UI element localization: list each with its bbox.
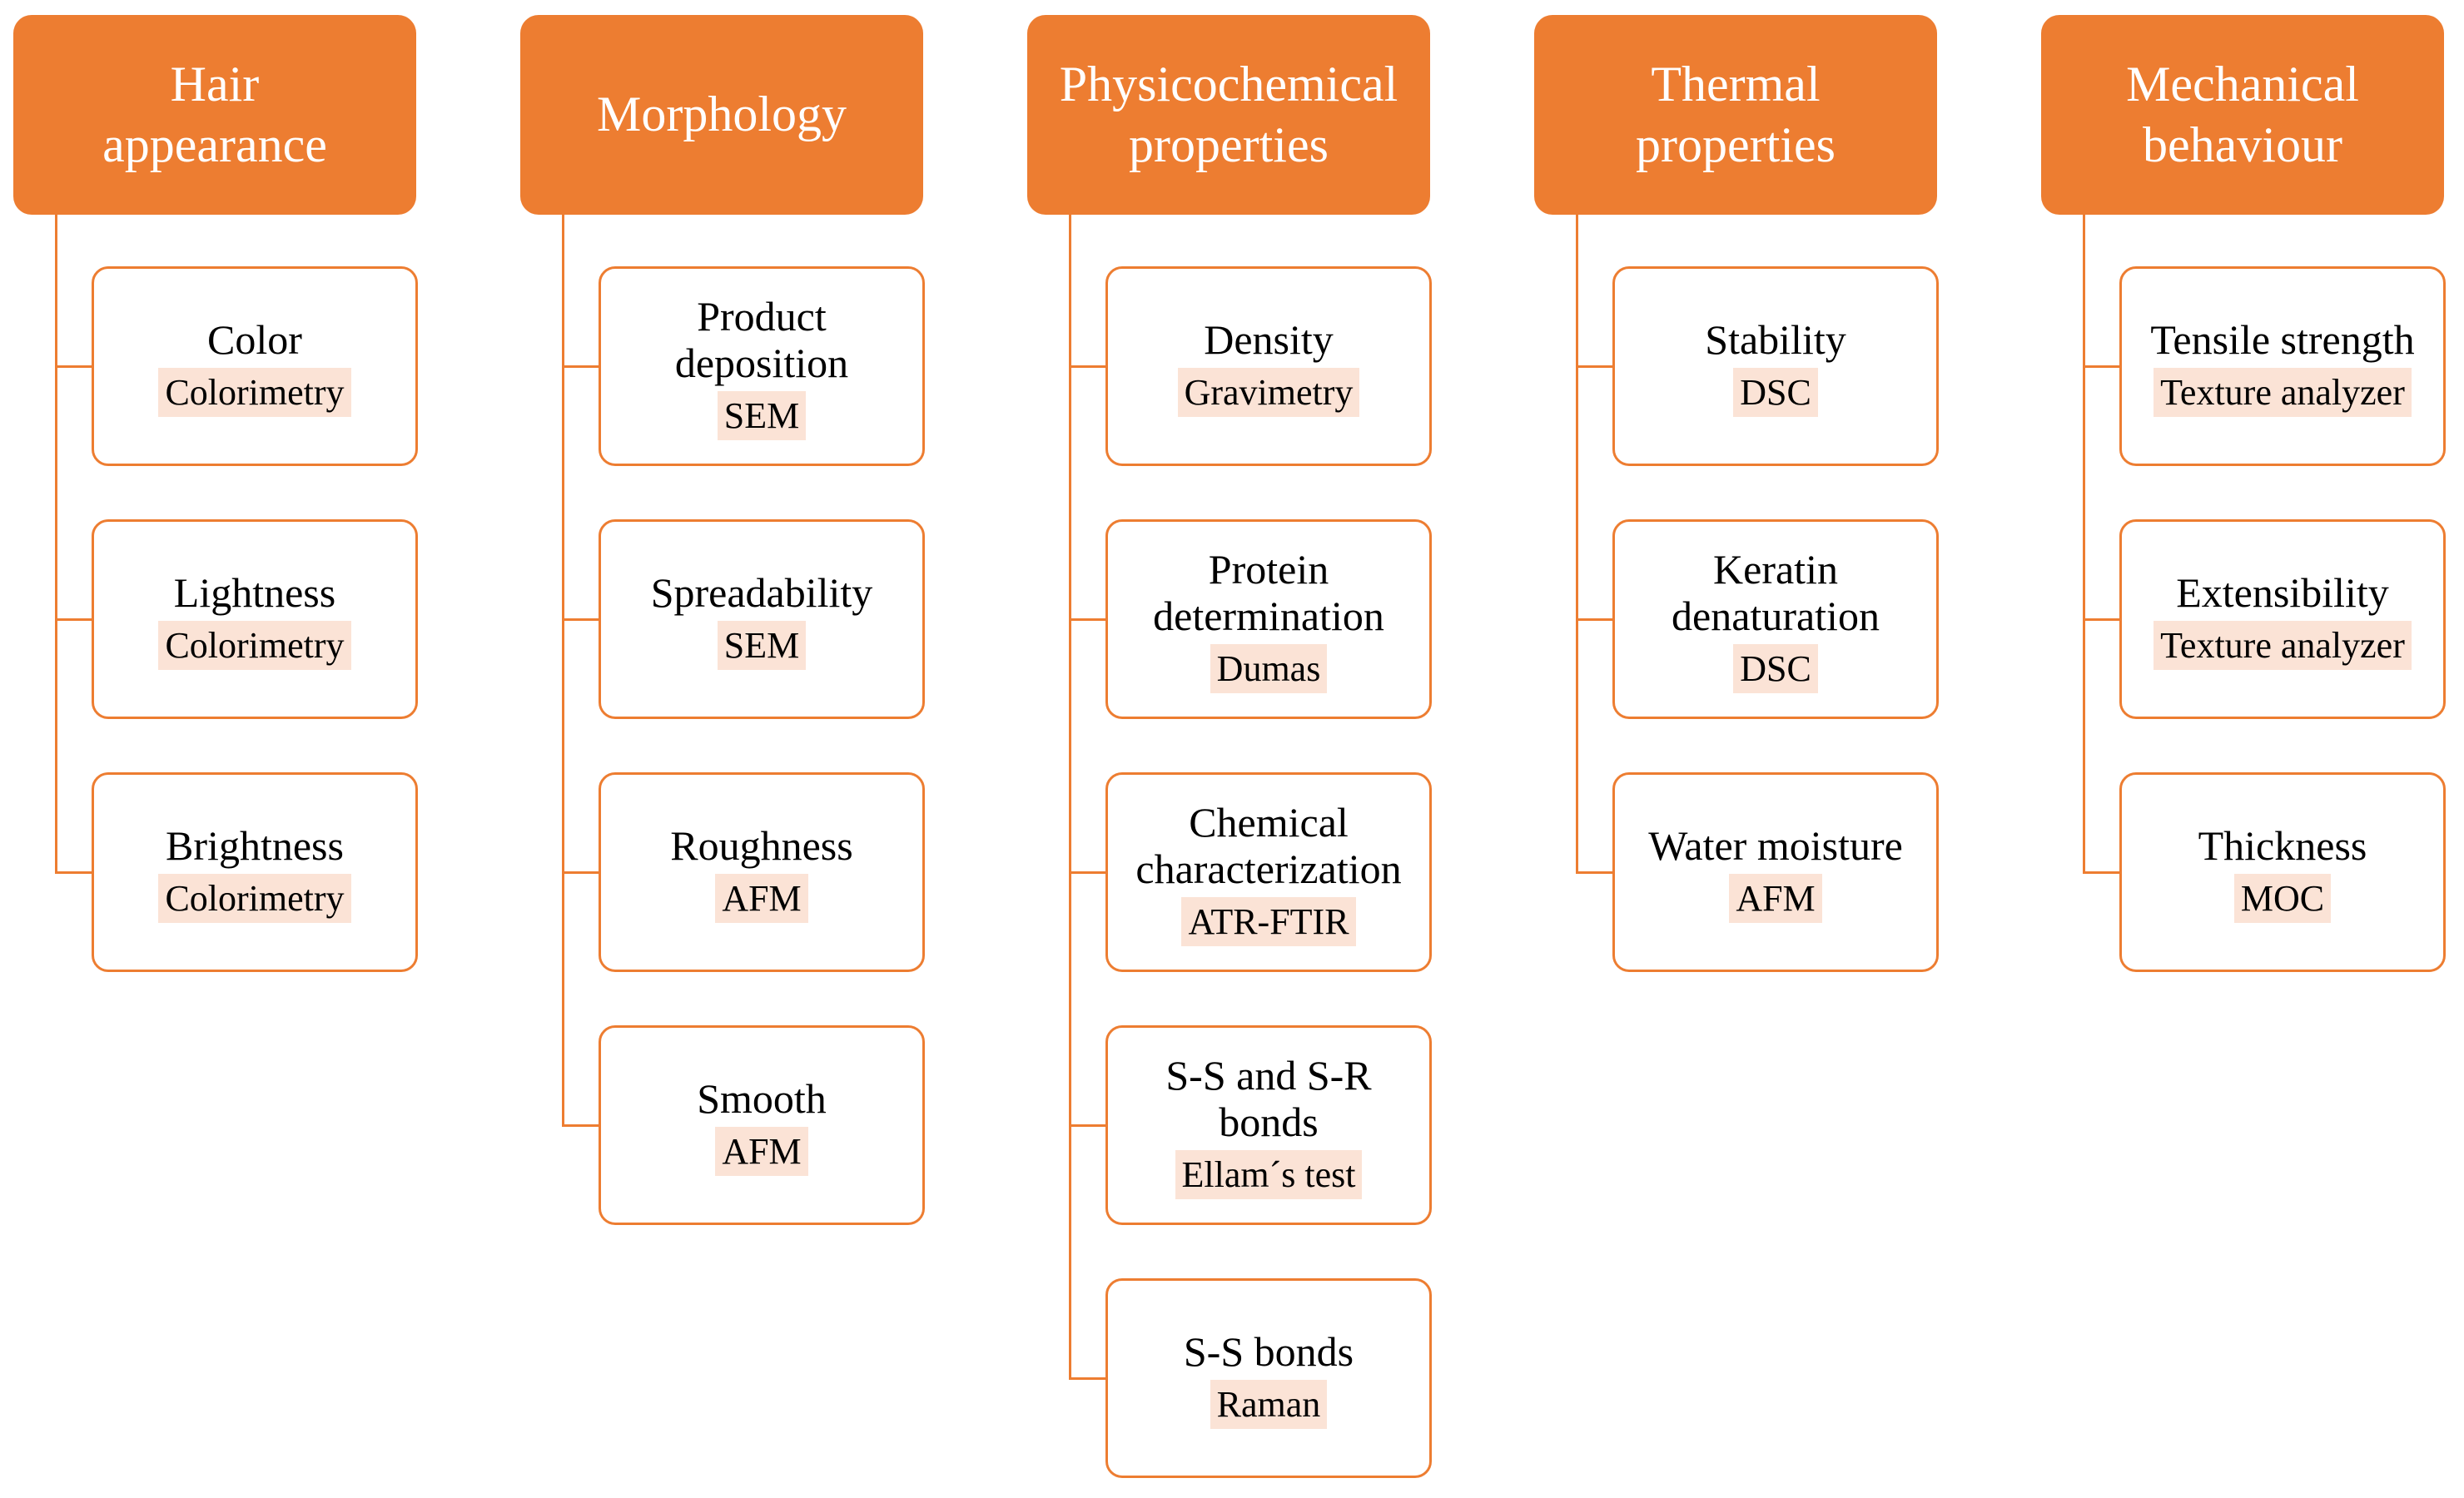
property-label: S-S and S-R bonds [1165, 1051, 1372, 1145]
method-label: Dumas [1210, 643, 1328, 693]
connector-branch [2083, 618, 2123, 621]
method-label: Ellam´s test [1175, 1149, 1363, 1199]
connector-branch [562, 618, 602, 621]
connector-branch [1069, 618, 1109, 621]
method-label: MOC [2233, 873, 2332, 923]
property-label: Product deposition [674, 292, 849, 386]
property-label: Water moisture [1648, 821, 1903, 869]
connector-branch [1576, 365, 1616, 368]
category-header: Physicochemical properties [1027, 15, 1430, 215]
method-label: AFM [1729, 873, 1822, 923]
connector-branch [1069, 1377, 1109, 1380]
method-label: Raman [1210, 1379, 1328, 1429]
category-header: Morphology [520, 15, 923, 215]
property-label: Lightness [173, 568, 336, 616]
method-label: SEM [717, 620, 807, 670]
property-label: Protein determination [1153, 545, 1384, 639]
connector-branch [562, 1124, 602, 1127]
method-label: DSC [1733, 367, 1818, 417]
category-header: Hair appearance [13, 15, 416, 215]
connector-branch [562, 871, 602, 874]
property-label: Extensibility [2176, 568, 2389, 616]
method-label: Colorimetry [158, 367, 351, 417]
method-label: AFM [715, 1126, 808, 1176]
connector-trunk [1069, 215, 1071, 1380]
property-label: Tensile strength [2150, 315, 2415, 363]
property-label: Thickness [2198, 821, 2367, 869]
connector-trunk [2083, 215, 2085, 874]
connector-branch [2083, 365, 2123, 368]
connector-trunk [562, 215, 564, 1127]
connector-branch [562, 365, 602, 368]
property-label: Smooth [697, 1074, 827, 1122]
connector-trunk [1576, 215, 1578, 874]
connector-branch [1576, 618, 1616, 621]
method-label: SEM [717, 390, 807, 440]
method-label: ATR-FTIR [1181, 896, 1356, 946]
property-label: Roughness [670, 821, 853, 869]
method-label: Texture analyzer [2154, 367, 2412, 417]
method-label: AFM [715, 873, 808, 923]
connector-branch [55, 871, 95, 874]
property-label: Density [1204, 315, 1334, 363]
method-label: DSC [1733, 643, 1818, 693]
connector-trunk [55, 215, 57, 874]
method-label: Colorimetry [158, 620, 351, 670]
method-label: Colorimetry [158, 873, 351, 923]
method-label: Gravimetry [1177, 367, 1360, 417]
property-label: Brightness [166, 821, 344, 869]
property-label: Color [207, 315, 302, 363]
property-label: Chemical characterization [1135, 798, 1402, 892]
property-label: S-S bonds [1183, 1327, 1354, 1375]
connector-branch [55, 365, 95, 368]
property-label: Stability [1705, 315, 1846, 363]
category-header: Thermal properties [1534, 15, 1937, 215]
connector-branch [1069, 871, 1109, 874]
connector-branch [1069, 365, 1109, 368]
method-label: Texture analyzer [2154, 620, 2412, 670]
property-label: Spreadability [650, 568, 873, 616]
connector-branch [55, 618, 95, 621]
property-label: Keratin denaturation [1672, 545, 1880, 639]
connector-branch [2083, 871, 2123, 874]
connector-branch [1576, 871, 1616, 874]
connector-branch [1069, 1124, 1109, 1127]
category-header: Mechanical behaviour [2041, 15, 2444, 215]
